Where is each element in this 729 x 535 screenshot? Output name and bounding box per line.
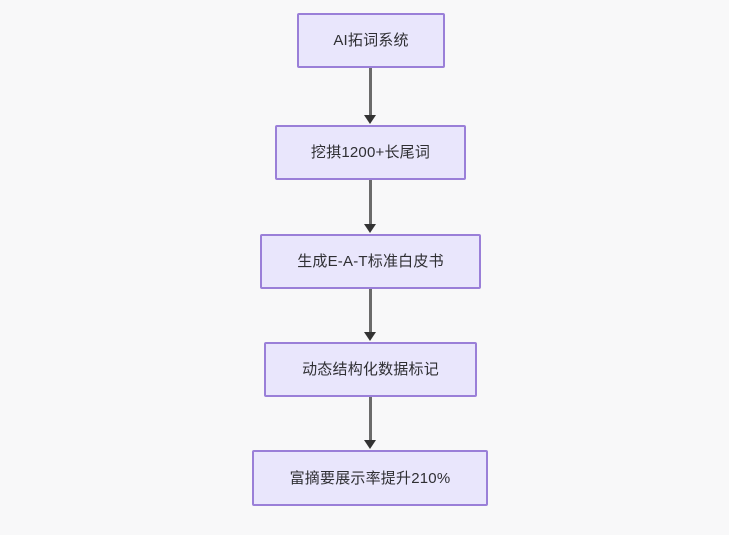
flow-node-ai-keyword-system[interactable]: AI拓词系统	[297, 13, 445, 68]
flow-node-rich-snippet-impression-lift[interactable]: 富摘要展示率提升210%	[252, 450, 488, 506]
flow-edge-4-to-5	[369, 397, 372, 441]
flow-node-mine-longtail-keywords[interactable]: 挖掑1200+长尾词	[275, 125, 466, 180]
flow-node-generate-eat-whitepaper[interactable]: 生成E-A-T标准白皮书	[260, 234, 481, 289]
flow-edge-1-to-2	[369, 68, 372, 116]
flow-arrowhead-1-to-2	[364, 115, 376, 124]
flow-node-label: 生成E-A-T标准白皮书	[297, 253, 444, 270]
flow-node-label: AI拓词系统	[333, 32, 409, 49]
flow-node-label: 挖掑1200+长尾词	[310, 144, 431, 161]
flow-arrowhead-4-to-5	[364, 440, 376, 449]
flow-arrowhead-3-to-4	[364, 332, 376, 341]
flow-node-label: 富摘要展示率提升210%	[289, 469, 451, 487]
flow-node-label: 动态结构化数据标记	[302, 361, 439, 378]
flow-node-dynamic-structured-data-markup[interactable]: 动态结构化数据标记	[264, 342, 477, 397]
flow-arrowhead-2-to-3	[364, 224, 376, 233]
flow-edge-2-to-3	[369, 180, 372, 225]
flow-edge-3-to-4	[369, 289, 372, 333]
